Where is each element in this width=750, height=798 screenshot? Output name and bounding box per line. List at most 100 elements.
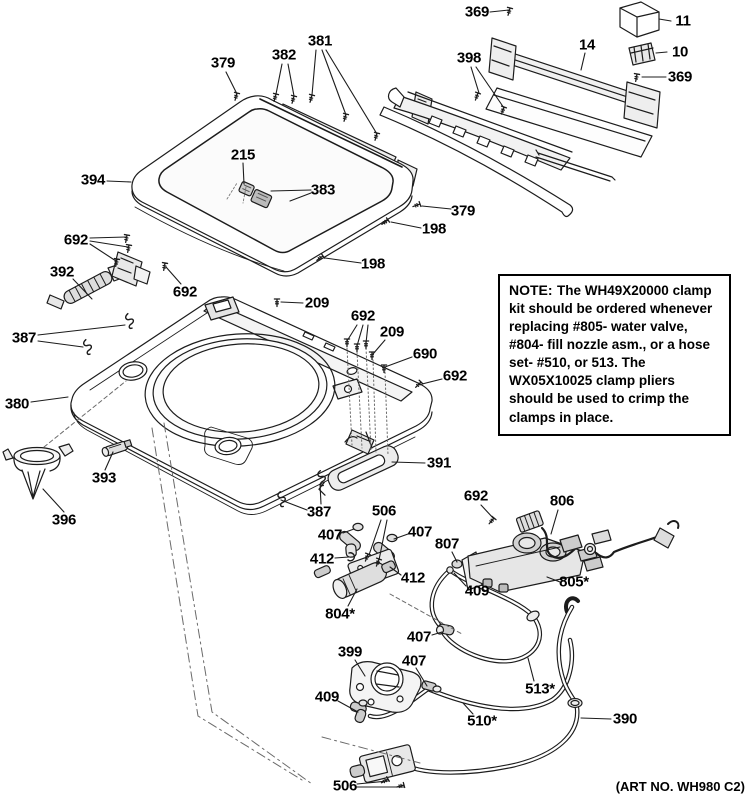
part-callout-393: 393: [91, 469, 117, 487]
part-callout-379: 379: [210, 54, 236, 72]
part-callout-510: 510*: [467, 712, 497, 730]
spring-clip-icon: [317, 469, 326, 487]
filter-399-group: [349, 661, 422, 724]
part-callout-692: 692: [63, 231, 89, 249]
part-callout-387: 387: [306, 503, 332, 521]
part-callout-412: 412: [309, 550, 335, 568]
ring-409: [358, 699, 368, 707]
spring-clip-icon: [125, 312, 135, 330]
part-callout-387: 387: [11, 329, 37, 347]
screw-icon: [396, 781, 406, 789]
hose-clamp: [567, 697, 583, 709]
part-callout-391: 391: [426, 454, 452, 472]
screw-icon: [125, 243, 133, 254]
nozzle-804-group: [313, 522, 400, 600]
screw-icon: [113, 257, 121, 268]
part-callout-692: 692: [172, 283, 198, 301]
screw-icon: [474, 91, 482, 101]
art-number: (ART NO. WH980 C2): [615, 779, 745, 794]
part-callout-409: 409: [464, 582, 490, 600]
cover-illustration: [70, 296, 433, 515]
part-callout-209: 209: [304, 294, 330, 312]
part-callout-513: 513*: [525, 680, 555, 698]
latch-393: [101, 439, 133, 457]
screw-icon: [123, 233, 131, 244]
part-callout-369: 369: [464, 3, 490, 21]
screw-icon: [233, 91, 241, 101]
part-callout-398: 398: [456, 49, 482, 67]
screw-icon: [488, 515, 497, 525]
spring-clip-icon: [277, 490, 286, 508]
part-callout-198: 198: [360, 255, 386, 273]
lid-illustration: [131, 95, 418, 277]
hinge-392: [46, 251, 151, 310]
screw-icon: [633, 72, 641, 83]
screw-icon: [273, 298, 281, 308]
note-body: The WH49X20000 clamp kit should be order…: [509, 283, 713, 425]
part-callout-382: 382: [271, 46, 297, 64]
spring-clip-icon: [83, 338, 93, 356]
screw-icon: [380, 364, 388, 374]
part-callout-692: 692: [350, 307, 376, 325]
part-callout-692: 692: [442, 367, 468, 385]
hose-clamp: [526, 610, 540, 622]
screw-icon: [343, 338, 351, 348]
screw-icon: [308, 93, 316, 103]
screw-icon: [373, 131, 381, 141]
rear-bracket-assembly: [379, 1, 661, 218]
part-callout-409: 409: [314, 688, 340, 706]
part-callout-396: 396: [51, 511, 77, 529]
part-callout-392: 392: [49, 263, 75, 281]
part-callout-215: 215: [230, 146, 256, 164]
part-callout-394: 394: [80, 171, 106, 189]
spring-clips: [83, 312, 326, 508]
part-callout-198: 198: [421, 220, 447, 238]
part-callout-407: 407: [317, 526, 343, 544]
screw-icon: [316, 253, 326, 261]
part-callout-407: 407: [401, 652, 427, 670]
bottom-bracket: [349, 744, 416, 783]
screw-icon: [290, 94, 298, 104]
part-callout-11: 11: [675, 12, 691, 30]
damper-391: [318, 429, 399, 496]
part-callout-390: 390: [612, 710, 638, 728]
part-callout-506: 506: [332, 777, 358, 795]
callout-leader-lines: [30, 9, 672, 788]
part-callout-379: 379: [450, 202, 476, 220]
part-callout-381: 381: [307, 32, 333, 50]
part-callout-806: 806: [549, 492, 575, 510]
screw-icon: [364, 552, 372, 562]
screw-icon: [342, 112, 350, 122]
part-callout-369: 369: [667, 68, 693, 86]
part-callout-407: 407: [407, 523, 433, 541]
screw-icon: [368, 351, 376, 361]
construction-lines: [43, 347, 463, 785]
grommet-407: [352, 522, 364, 532]
part-callout-412: 412: [400, 569, 426, 587]
part-callout-10: 10: [671, 43, 689, 61]
funnel-396: [2, 443, 74, 500]
screw-icon: [381, 217, 391, 225]
part-callout-506: 506: [371, 502, 397, 520]
part-callout-209: 209: [379, 323, 405, 341]
part-callout-407: 407: [406, 628, 432, 646]
part-callout-383: 383: [310, 181, 336, 199]
valve-805-group: [446, 510, 680, 593]
screw-icon: [506, 6, 514, 16]
harness-806: [515, 510, 680, 559]
part-callout-380: 380: [4, 395, 30, 413]
part-callout-805: 805*: [559, 573, 589, 591]
ring-409: [446, 566, 454, 574]
note-box: NOTE: The WH49X20000 clamp kit should be…: [498, 274, 731, 436]
part-callout-690: 690: [412, 345, 438, 363]
part-callout-804: 804*: [325, 605, 355, 623]
screw-icon: [161, 261, 169, 272]
screw-icon: [415, 379, 424, 388]
note-title: NOTE:: [509, 282, 553, 298]
grommet-807: [451, 559, 463, 569]
part-callout-807: 807: [434, 535, 460, 553]
part-callout-399: 399: [337, 643, 363, 661]
part-callout-14: 14: [578, 36, 596, 54]
